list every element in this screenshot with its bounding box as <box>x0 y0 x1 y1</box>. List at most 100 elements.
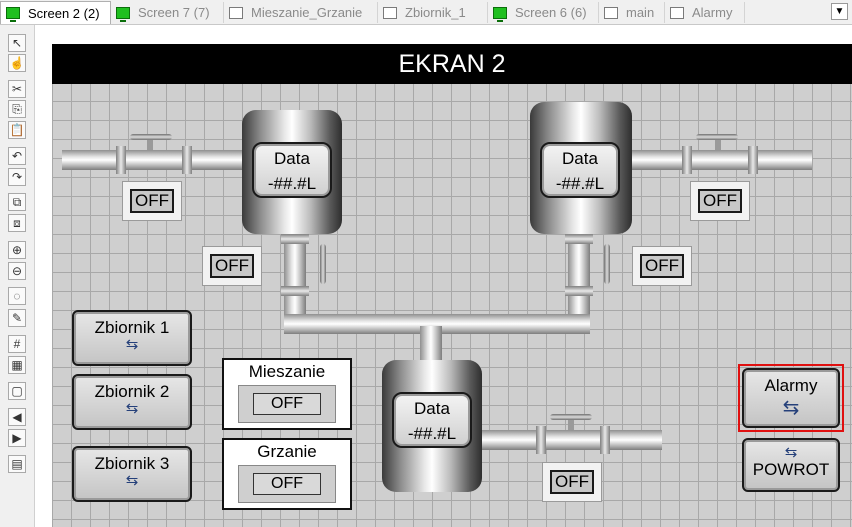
status-indicator: OFF <box>640 254 684 278</box>
tab-screen-7[interactable]: Screen 7 (7) <box>111 2 224 23</box>
tank-3[interactable]: Data -##.#L <box>382 360 482 492</box>
monitor-icon <box>116 6 130 22</box>
previous-screen-icon[interactable]: ◀ <box>8 408 26 426</box>
frame-icon[interactable]: ▢ <box>8 382 26 400</box>
tank-label-line1: Data <box>562 149 598 168</box>
alarms-nav-button[interactable]: Alarmy ⇆ <box>742 368 840 428</box>
redo-icon[interactable]: ↷ <box>8 168 26 186</box>
recipe-doc-icon <box>383 6 397 19</box>
heating-panel: Grzanie OFF <box>222 438 352 510</box>
pipe-flange <box>600 426 610 454</box>
tab-screen-6[interactable]: Screen 6 (6) <box>488 2 599 23</box>
valve-handle-icon[interactable] <box>550 414 592 420</box>
outlet-pipe-bottom <box>476 430 662 450</box>
pipe-flange <box>281 234 309 244</box>
button-label: Zbiornik 1 <box>94 318 170 337</box>
tab-alarmy[interactable]: Alarmy <box>665 2 745 23</box>
select-pointer-icon[interactable]: ↖ <box>8 34 26 52</box>
selection-highlight <box>738 364 844 432</box>
heating-status: OFF <box>253 473 321 495</box>
tab-list-dropdown-button[interactable]: ▼ <box>831 3 848 20</box>
tank-label-line1: Data <box>274 149 310 168</box>
swap-arrows-icon: ⇆ <box>125 472 139 489</box>
tank-2-nav-button[interactable]: Zbiornik 2 ⇆ <box>72 374 192 430</box>
swap-arrows-icon: ⇆ <box>784 444 798 461</box>
monitor-icon <box>6 7 20 22</box>
copy-icon[interactable]: ⎘ <box>8 100 26 118</box>
swap-arrows-icon: ⇆ <box>125 400 139 417</box>
tank-3-nav-button[interactable]: Zbiornik 3 ⇆ <box>72 446 192 502</box>
tank-1[interactable]: Data -##.#L <box>242 110 342 234</box>
outlet-valve-status[interactable]: OFF <box>542 462 602 502</box>
tab-screen-2[interactable]: Screen 2 (2) <box>0 1 111 24</box>
chevron-down-icon: ▼ <box>834 6 845 17</box>
drain-pipe-right <box>568 228 590 334</box>
tank-level-value: -##.#L <box>267 174 317 193</box>
tab-label: main <box>626 5 655 20</box>
zoom-out-icon[interactable]: ⊖ <box>8 262 26 280</box>
paste-icon[interactable]: 📋 <box>8 121 26 139</box>
pipe-flange <box>182 146 192 174</box>
heating-toggle-button[interactable]: OFF <box>238 465 336 503</box>
tab-main[interactable]: main <box>599 2 665 23</box>
valve-handle-icon[interactable] <box>604 244 610 284</box>
valve-stem <box>147 138 153 150</box>
pipe-flange <box>536 426 546 454</box>
tab-label: Mieszanie_Grzanie <box>251 5 363 20</box>
send-back-icon[interactable]: ⧈ <box>8 214 26 232</box>
cut-icon[interactable]: ✂ <box>8 80 26 98</box>
grid-icon[interactable]: # <box>8 335 26 353</box>
valve-handle-icon[interactable] <box>696 134 738 140</box>
inlet-valve-2-status[interactable]: OFF <box>690 181 750 221</box>
inlet-valve-1-status[interactable]: OFF <box>122 181 182 221</box>
tank-level-value: -##.#L <box>407 424 457 443</box>
bring-front-icon[interactable]: ⧉ <box>8 193 26 211</box>
hmi-screen: EKRAN 2 Data -##.#L Data -##.#L <box>52 44 852 527</box>
inlet-pipe-left <box>62 150 246 170</box>
tab-label: Screen 7 (7) <box>138 5 210 20</box>
drawing-toolbar: ↖ ☝ ✂ ⎘ 📋 ↶ ↷ ⧉ ⧈ ⊕ ⊖ ◌ ✎ # ▦ ▢ ◀ ▶ ▤ <box>0 25 35 527</box>
drain-valve-1-status[interactable]: OFF <box>202 246 262 286</box>
pipe-flange <box>281 286 309 296</box>
swap-arrows-icon: ⇆ <box>125 336 139 353</box>
recipe-doc-icon <box>229 6 243 19</box>
status-indicator: OFF <box>130 189 174 213</box>
tank-1-nav-button[interactable]: Zbiornik 1 ⇆ <box>72 310 192 366</box>
status-indicator: OFF <box>550 470 594 494</box>
button-label: Zbiornik 2 <box>94 382 170 401</box>
status-indicator: OFF <box>210 254 254 278</box>
tank-3-level-display: Data -##.#L <box>392 392 472 448</box>
button-label: POWROT <box>752 460 830 479</box>
tank-level-value: -##.#L <box>555 174 605 193</box>
tank-2[interactable]: Data -##.#L <box>530 102 632 234</box>
tank-2-level-display: Data -##.#L <box>540 142 620 198</box>
tab-label: Zbiornik_1 <box>405 5 466 20</box>
pipe-flange <box>116 146 126 174</box>
align-icon[interactable]: ▤ <box>8 455 26 473</box>
mixing-panel: Mieszanie OFF <box>222 358 352 430</box>
mixing-toggle-button[interactable]: OFF <box>238 385 336 423</box>
tab-zbiornik-1[interactable]: Zbiornik_1 <box>378 2 488 23</box>
button-label: Alarmy <box>764 376 818 395</box>
undo-icon[interactable]: ↶ <box>8 147 26 165</box>
back-nav-button[interactable]: ⇆ POWROT <box>742 438 840 492</box>
snap-grid-icon[interactable]: ▦ <box>8 356 26 374</box>
mixing-title: Mieszanie <box>248 362 326 381</box>
zoom-in-icon[interactable]: ⊕ <box>8 241 26 259</box>
edit-icon[interactable]: ✎ <box>8 309 26 327</box>
tank-1-level-display: Data -##.#L <box>252 142 332 198</box>
drain-valve-2-status[interactable]: OFF <box>632 246 692 286</box>
valve-handle-icon[interactable] <box>130 134 172 140</box>
valve-handle-icon[interactable] <box>320 244 326 284</box>
tab-label: Alarmy <box>692 5 733 20</box>
next-screen-icon[interactable]: ▶ <box>8 429 26 447</box>
status-indicator: OFF <box>698 189 742 213</box>
tab-mieszanie-grzanie[interactable]: Mieszanie_Grzanie <box>224 2 378 23</box>
lasso-icon[interactable]: ◌ <box>8 287 26 305</box>
screen-title: EKRAN 2 <box>52 44 852 84</box>
mixing-status: OFF <box>253 393 321 415</box>
heating-title: Grzanie <box>257 442 317 461</box>
button-label: Zbiornik 3 <box>94 454 170 473</box>
hand-touch-icon[interactable]: ☝ <box>8 54 26 72</box>
pipe-flange <box>682 146 692 174</box>
